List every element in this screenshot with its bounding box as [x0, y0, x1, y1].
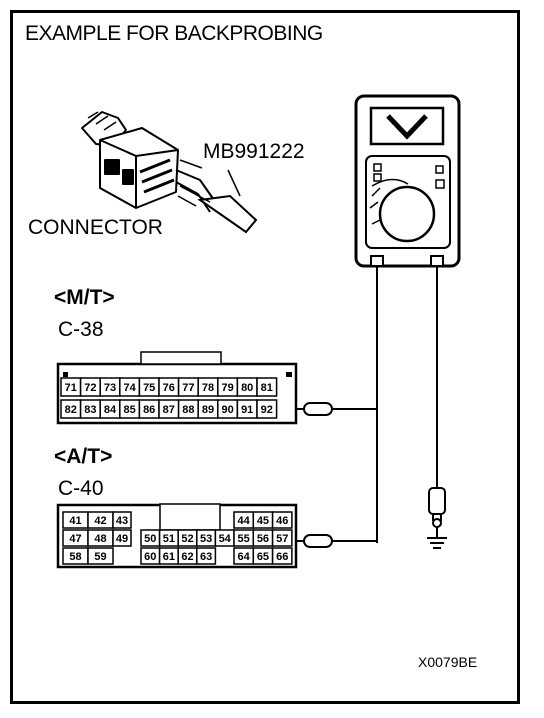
pin-cell — [87, 547, 114, 565]
pin-number: 52 — [181, 533, 193, 545]
pin-cell — [271, 547, 293, 565]
figure-title: EXAMPLE FOR BACKPROBING — [25, 22, 323, 45]
pin-number: 46 — [276, 515, 288, 527]
pin-number: 51 — [163, 533, 175, 545]
pin-number: 53 — [200, 533, 212, 545]
pin-number: 44 — [238, 515, 251, 527]
c38-connector: 71 72 73 74 75 76 77 78 79 80 81 82 83 84 85 86 87 88 89 90… — [56, 351, 298, 425]
mt-label: <M/T> — [54, 286, 115, 309]
pin-number: 58 — [69, 551, 81, 563]
pin-number: 49 — [116, 533, 128, 545]
c38-label: C-38 — [58, 318, 104, 341]
figure-code: X0079BE — [418, 654, 478, 670]
pin-number: 74 — [123, 382, 136, 394]
at-label: <A/T> — [54, 445, 113, 468]
pin-number: 61 — [163, 551, 175, 563]
pin-number: 64 — [238, 551, 251, 563]
pin-number: 91 — [241, 404, 253, 416]
c38-probe-icon — [296, 402, 333, 416]
connector-label: CONNECTOR — [28, 216, 163, 239]
pin-number: 72 — [84, 382, 96, 394]
pin-cell — [256, 377, 278, 397]
pin-number: 42 — [94, 515, 106, 527]
pin-cell — [256, 399, 278, 419]
pin-number: 92 — [261, 404, 273, 416]
pin-number: 85 — [123, 404, 135, 416]
pin-number: 89 — [202, 404, 214, 416]
connector-sketch-icon — [81, 111, 215, 213]
pin-number: 71 — [65, 382, 77, 394]
pin-number: 56 — [257, 533, 269, 545]
c40-label: C-40 — [58, 477, 104, 500]
ground-clip-icon — [428, 487, 446, 528]
pin-cell — [271, 511, 293, 529]
pin-number: 41 — [69, 515, 81, 527]
pin-number: 48 — [94, 533, 106, 545]
pin-number: 65 — [257, 551, 269, 563]
pin-cell — [112, 529, 132, 547]
pin-number: 43 — [116, 515, 128, 527]
pin-cell — [112, 511, 132, 529]
pin-number: 73 — [104, 382, 116, 394]
pin-number: 81 — [261, 382, 273, 394]
pin-number: 78 — [202, 382, 214, 394]
pin-number: 90 — [221, 404, 233, 416]
pin-number: 60 — [144, 551, 156, 563]
pin-number: 66 — [276, 551, 288, 563]
c40-probe-icon — [296, 534, 333, 548]
pin-number: 88 — [182, 404, 194, 416]
pin-cell — [271, 529, 293, 547]
pin-number: 63 — [200, 551, 212, 563]
pin-cell — [196, 547, 217, 565]
figure-frame — [10, 10, 520, 704]
pin-number: 57 — [276, 533, 288, 545]
pin-number: 77 — [182, 382, 194, 394]
pin-number: 62 — [181, 551, 193, 563]
tool-label: MB991222 — [203, 140, 305, 163]
pin-number: 76 — [163, 382, 175, 394]
multimeter-icon — [354, 94, 461, 268]
ground-symbol-icon — [427, 527, 447, 549]
probe-icon — [179, 169, 258, 234]
pin-number: 79 — [221, 382, 233, 394]
pin-number: 86 — [143, 404, 155, 416]
c40-connector: 41 42 43 47 48 49 58 59 50 51 52 53 54 60 61 62 63 44 45 46… — [56, 503, 298, 569]
pin-number: 55 — [238, 533, 250, 545]
pin-number: 80 — [241, 382, 253, 394]
pin-number: 87 — [163, 404, 175, 416]
pin-number: 82 — [65, 404, 77, 416]
pin-number: 47 — [69, 533, 81, 545]
pin-number: 83 — [84, 404, 96, 416]
pin-number: 59 — [94, 551, 106, 563]
positive-lead-wire — [332, 266, 378, 543]
pin-number: 45 — [257, 515, 269, 527]
pin-number: 75 — [143, 382, 155, 394]
pin-number: 84 — [104, 404, 117, 416]
pin-number: 54 — [219, 533, 232, 545]
pin-number: 50 — [144, 533, 156, 545]
